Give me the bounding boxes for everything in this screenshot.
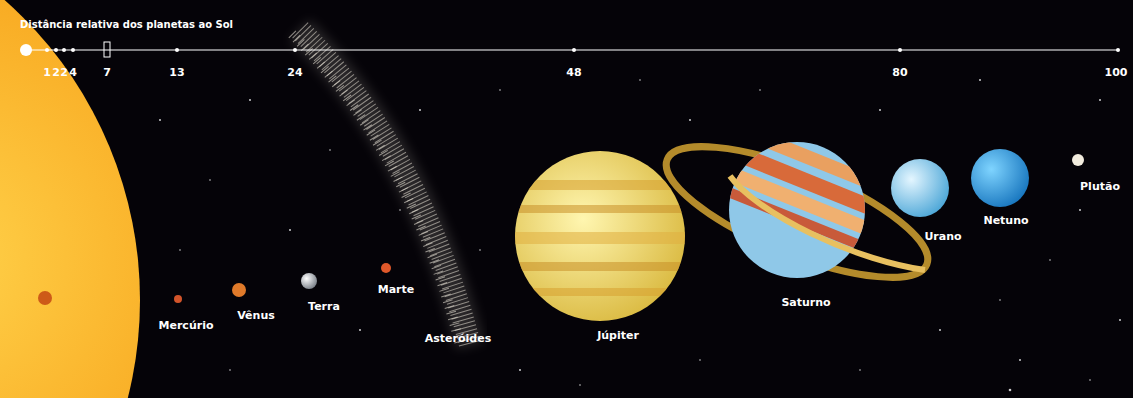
scale-number: 7 xyxy=(103,66,111,79)
scale-number: 2 xyxy=(52,66,60,79)
scale-title-wrap: Distância relativa dos planetas ao Sol xyxy=(20,14,233,32)
planet-name: Plutão xyxy=(1080,180,1120,193)
scale-number: 13 xyxy=(169,66,184,79)
belt-name-wrap: Asteróides xyxy=(425,328,491,346)
planet-name-wrap: Saturno xyxy=(781,292,830,310)
planet-name: Mercúrio xyxy=(159,319,214,332)
scale-number: 48 xyxy=(566,66,581,79)
planet-name-wrap: Plutão xyxy=(1080,176,1120,194)
scale-number: 80 xyxy=(892,66,907,79)
scale-number: 100 xyxy=(1105,66,1128,79)
scale-number: 24 xyxy=(287,66,302,79)
planet-name-wrap: Júpiter xyxy=(597,325,639,343)
planet-name: Marte xyxy=(378,283,415,296)
planet-name-wrap: Mercúrio xyxy=(159,315,214,333)
scale-number: 2 xyxy=(60,66,68,79)
scale-title: Distância relativa dos planetas ao Sol xyxy=(20,18,233,31)
planet-name: Netuno xyxy=(983,214,1028,227)
scale-number-wrap: 13 xyxy=(169,62,184,80)
planet-name: Saturno xyxy=(781,296,830,309)
planet-name: Júpiter xyxy=(597,329,639,342)
scale-number-wrap: 100 xyxy=(1105,62,1128,80)
planet-name: Vênus xyxy=(237,309,275,322)
scale-number-wrap: 7 xyxy=(103,62,111,80)
scale-number-wrap: 48 xyxy=(566,62,581,80)
scale-number-wrap: 4 xyxy=(69,62,77,80)
scale-number-wrap: 2 xyxy=(60,62,68,80)
scale-number: 4 xyxy=(69,66,77,79)
planet-name-wrap: Vênus xyxy=(237,305,275,323)
scale-number-wrap: 1 xyxy=(43,62,51,80)
scale-number: 1 xyxy=(43,66,51,79)
scale-number-wrap: 2 xyxy=(52,62,60,80)
belt-name: Asteróides xyxy=(425,332,491,345)
planet-name-wrap: Marte xyxy=(378,279,415,297)
planet-name: Terra xyxy=(308,300,340,313)
planet-name: Urano xyxy=(924,230,961,243)
planet-name-wrap: Terra xyxy=(308,296,340,314)
planet-name-wrap: Netuno xyxy=(983,210,1028,228)
scale-number-wrap: 24 xyxy=(287,62,302,80)
planet-name-wrap: Urano xyxy=(924,226,961,244)
scale-number-wrap: 80 xyxy=(892,62,907,80)
